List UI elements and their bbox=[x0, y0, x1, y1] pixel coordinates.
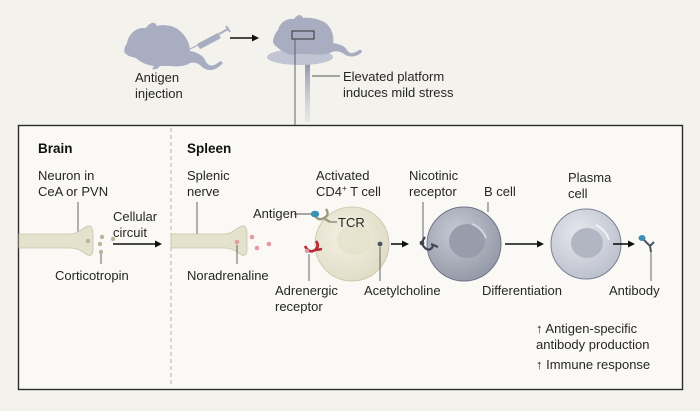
mouse-icon bbox=[273, 15, 362, 57]
spleen-heading: Spleen bbox=[187, 141, 231, 156]
electrode-box bbox=[291, 30, 315, 40]
platform-label-line2: induces mild stress bbox=[343, 85, 454, 100]
arrow-cellular-circuit bbox=[113, 240, 162, 248]
b-cell-highlight bbox=[471, 223, 487, 239]
bcell-label: B cell bbox=[484, 184, 516, 199]
mouse-icon bbox=[124, 22, 223, 71]
tcell-label-line2: CD4+ T cell bbox=[316, 184, 381, 199]
brain-heading: Brain bbox=[38, 141, 73, 156]
tcell-label-line1: Activated bbox=[316, 168, 369, 183]
plasma-cell-highlight bbox=[595, 224, 610, 241]
neuron-label-line1: Neuron in bbox=[38, 168, 94, 183]
antigen-label: Antigen bbox=[253, 206, 297, 221]
injection-label-line2: injection bbox=[135, 86, 183, 101]
nerve-label-line2: nerve bbox=[187, 184, 220, 199]
antibody-label: Antibody bbox=[609, 283, 660, 298]
plasma-cell-nucleus bbox=[571, 228, 603, 258]
syringe-icon bbox=[187, 25, 231, 51]
corticotropin-label: Corticotropin bbox=[55, 268, 129, 283]
nerve-label-line1: Splenic bbox=[187, 168, 230, 183]
plasma-label-line1: Plasma bbox=[568, 170, 612, 185]
b-cell-nucleus bbox=[449, 224, 485, 258]
antibody-icon bbox=[638, 235, 655, 253]
injection-label-line1: Antigen bbox=[135, 70, 179, 85]
arrow-plasma-to-antibody bbox=[613, 240, 635, 248]
platform-pole bbox=[305, 62, 310, 122]
nicotinic-receptor-icon bbox=[419, 236, 439, 251]
splenic-nerve bbox=[170, 225, 248, 256]
circuit-label-line1: Cellular bbox=[113, 209, 158, 224]
outcome-line2: antibody production bbox=[536, 337, 649, 352]
circuit-label-line2: circuit bbox=[113, 225, 147, 240]
platform-label-line1: Elevated platform bbox=[343, 69, 444, 84]
differentiation-label: Differentiation bbox=[482, 283, 562, 298]
acetylcholine-dot bbox=[377, 241, 383, 247]
arrow-injection-to-platform bbox=[230, 34, 259, 42]
t-cell-nucleus bbox=[337, 225, 371, 255]
adrenergic-label-line1: Adrenergic bbox=[275, 283, 338, 298]
tcr-label: TCR bbox=[338, 215, 365, 230]
mouse-on-platform bbox=[267, 15, 362, 126]
antigen-icon bbox=[310, 210, 320, 218]
neuron-label-line2: CeA or PVN bbox=[38, 184, 108, 199]
corticotropin-dots bbox=[85, 234, 116, 255]
noradrenaline-dots bbox=[234, 234, 272, 251]
outcome-line1: ↑ Antigen-specific bbox=[536, 321, 638, 336]
adrenergic-receptor-icon bbox=[303, 240, 323, 254]
plasma-label-line2: cell bbox=[568, 186, 588, 201]
arrow-differentiation bbox=[505, 240, 544, 248]
nicotinic-label-line1: Nicotinic bbox=[409, 168, 459, 183]
nicotinic-label-line2: receptor bbox=[409, 184, 457, 199]
adrenergic-label-line2: receptor bbox=[275, 299, 323, 314]
outcome-line3: ↑ Immune response bbox=[536, 357, 650, 372]
acetylcholine-label: Acetylcholine bbox=[364, 283, 441, 298]
brain-neuron-axon bbox=[18, 225, 94, 256]
noradrenaline-label: Noradrenaline bbox=[187, 268, 269, 283]
injected-mouse bbox=[124, 22, 231, 71]
arrow-tcell-to-bcell bbox=[391, 240, 409, 248]
